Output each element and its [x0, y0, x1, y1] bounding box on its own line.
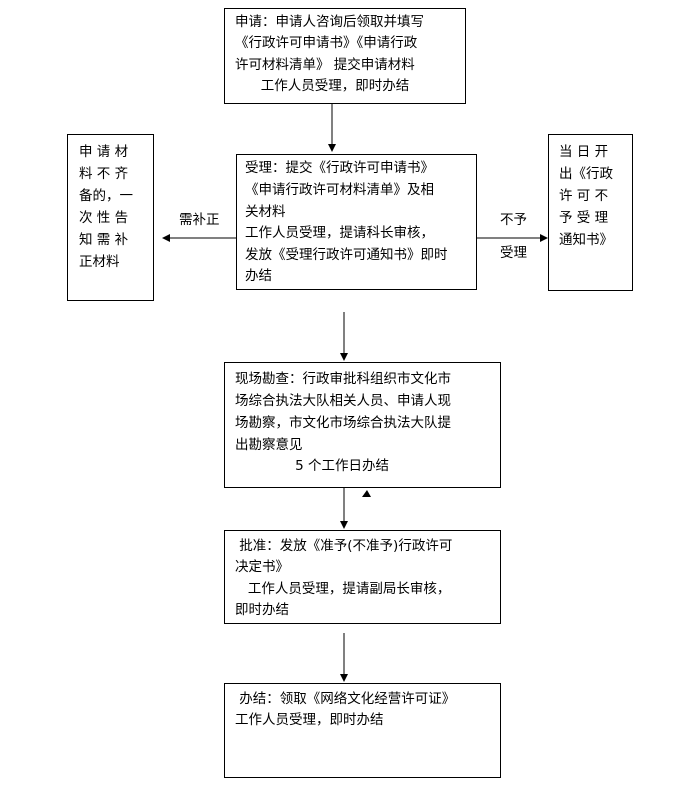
- acceptance-text-line: 受理：提交《行政许可申请书》: [245, 160, 434, 176]
- completion-text-line: 办结：领取《网络文化经营许可证》: [235, 691, 456, 707]
- inspection-text-line: 5 个工作日办结: [235, 458, 389, 474]
- application-text-line: 工作人员受理，即时办结: [235, 78, 410, 94]
- completion-text-line: 工作人员受理，即时办结: [235, 712, 384, 728]
- application-text-line: 许可材料清单》 提交申请材料: [235, 57, 415, 73]
- not-accepted-label-line2: 受理: [500, 245, 527, 261]
- acceptance-text-line: 《申请行政许可材料清单》及相: [245, 182, 434, 198]
- inspection-text-line: 出勘察意见: [235, 437, 303, 453]
- inspection-text-line: 场勘察，市文化市场综合执法大队提: [235, 415, 451, 431]
- site-inspection-step-box: 现场勘查：行政审批科组织市文化市 场综合执法大队相关人员、申请人现 场勘察，市文…: [224, 362, 501, 488]
- acceptance-text-line: 发放《受理行政许可通知书》即时: [245, 247, 448, 263]
- approval-text-line: 批准：发放《准予(不准予)行政许可: [235, 538, 453, 554]
- supplement-notice-box: 申 请 材 料 不 齐 备的，一 次 性 告 知 需 补 正材料: [67, 134, 154, 301]
- rejection-text-line: 出《行政: [559, 166, 613, 182]
- acceptance-text-line: 工作人员受理，提请科长审核，: [245, 225, 434, 241]
- supplement-text-line: 次 性 告: [79, 210, 129, 226]
- approval-step-box: 批准：发放《准予(不准予)行政许可 决定书》 工作人员受理，提请副局长审核， 即…: [224, 530, 501, 624]
- acceptance-step-box: 受理：提交《行政许可申请书》 《申请行政许可材料清单》及相 关材料 工作人员受理…: [236, 154, 477, 290]
- not-accepted-label-line1: 不予: [500, 212, 527, 228]
- rejection-text-line: 许 可 不: [559, 188, 609, 204]
- application-text-line: 《行政许可申请书》《申请行政: [235, 35, 418, 51]
- approval-text-line: 即时办结: [235, 602, 289, 618]
- rejection-notice-box: 当 日 开 出《行政 许 可 不 予 受 理 通知书》: [548, 134, 633, 291]
- approval-text-line: 决定书》: [235, 559, 289, 575]
- needs-supplement-label: 需补正: [179, 212, 220, 228]
- acceptance-text-line: 办结: [245, 268, 272, 284]
- supplement-text-line: 正材料: [79, 254, 120, 270]
- acceptance-text-line: 关材料: [245, 204, 286, 220]
- rejection-text-line: 当 日 开: [559, 144, 609, 160]
- stray-arrow-mark: [362, 490, 371, 497]
- supplement-text-line: 申 请 材: [79, 144, 129, 160]
- supplement-text-line: 知 需 补: [79, 232, 129, 248]
- inspection-text-line: 场综合执法大队相关人员、申请人现: [235, 393, 451, 409]
- supplement-text-line: 备的，一: [79, 188, 133, 204]
- inspection-text-line: 现场勘查：行政审批科组织市文化市: [235, 371, 451, 387]
- completion-step-box: 办结：领取《网络文化经营许可证》 工作人员受理，即时办结: [224, 683, 501, 778]
- rejection-text-line: 予 受 理: [559, 210, 609, 226]
- rejection-text-line: 通知书》: [559, 232, 613, 248]
- application-step-box: 申请：申请人咨询后领取并填写 《行政许可申请书》《申请行政 许可材料清单》 提交…: [224, 8, 466, 104]
- supplement-text-line: 料 不 齐: [79, 166, 129, 182]
- application-text-line: 申请：申请人咨询后领取并填写: [235, 14, 424, 30]
- approval-text-line: 工作人员受理，提请副局长审核，: [235, 581, 451, 597]
